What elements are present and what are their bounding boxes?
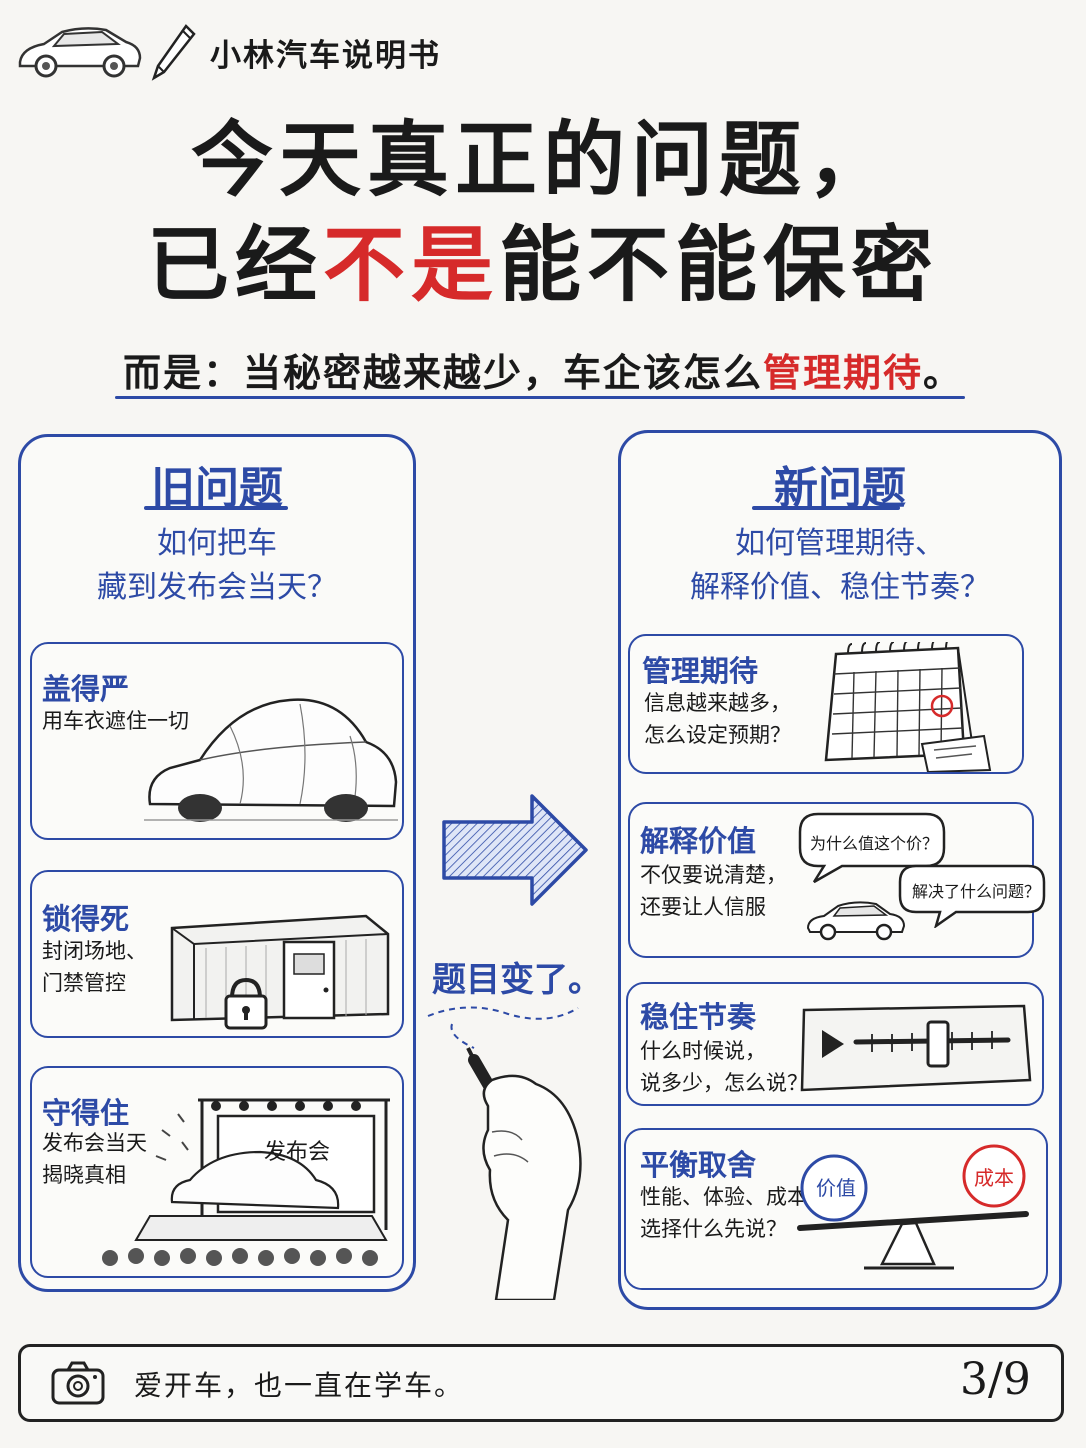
card-steady-pace-title: 稳住节奏: [640, 1000, 757, 1034]
title-highlight: 不是: [322, 218, 499, 313]
car-logo-icon: [18, 27, 142, 78]
old-panel-heading: 旧问题: [151, 463, 283, 514]
playback-slider-icon: [800, 1004, 1032, 1092]
balance-scale-icon: [797, 1144, 1029, 1270]
brand-name: 小林汽车说明书: [210, 38, 441, 74]
transition-arrow-icon: [442, 794, 588, 906]
card-guarded-text: 发布会当天 揭晓真相: [42, 1131, 147, 1187]
calendar-icon: [824, 642, 992, 772]
weight-value-label: 价值: [816, 1176, 856, 1200]
bubble-question-problem: 解决了什么问题？: [912, 882, 1041, 901]
covered-car-icon: [144, 698, 398, 822]
warehouse-icon: [170, 914, 390, 1030]
subtitle: 而是：当秘密越来越少，车企该怎么管理期待。: [122, 351, 964, 395]
subtitle-highlight: 管理期待: [762, 351, 923, 395]
card-explain-value-title: 解释价值: [640, 824, 757, 858]
card-balance-tradeoffs-text: 性能、体验、成本， 选择什么先说？: [640, 1185, 829, 1241]
hand-writing-icon: [427, 1006, 582, 1300]
card-steady-pace-text: 什么时候说， 说多少，怎么说？: [640, 1039, 808, 1095]
footer-tagline: 爱开车，也一直在学车。: [134, 1369, 465, 1402]
card-explain-value-text: 不仅要说清楚， 还要让人信服: [640, 863, 787, 919]
new-heading-underline: [752, 506, 900, 510]
new-panel-heading: 新问题: [774, 463, 906, 514]
card-balance-tradeoffs-title: 平衡取舍: [640, 1148, 757, 1182]
launch-stage-icon: [102, 1098, 390, 1266]
old-heading-underline: [144, 506, 288, 510]
topic-changed-label: 题目变了。: [432, 960, 602, 1000]
card-covered-title: 盖得严: [42, 672, 130, 706]
pen-icon: [151, 24, 196, 81]
old-panel-question: 如何把车 藏到发布会当天？: [97, 526, 337, 605]
camera-icon: [51, 1361, 105, 1405]
page-number: 3/9: [960, 1354, 1031, 1405]
main-title-line1: 今天真正的问题，: [190, 113, 895, 208]
card-guarded-title: 守得住: [42, 1096, 130, 1130]
new-panel-question: 如何管理期待、 解释价值、稳住节奏？: [690, 526, 990, 605]
card-covered-text: 用车衣遮住一切: [42, 709, 189, 733]
card-locked-title: 锁得死: [42, 902, 130, 936]
stage-screen-label: 发布会: [264, 1140, 331, 1165]
weight-cost-label: 成本: [974, 1166, 1014, 1190]
speech-bubble-left: [798, 812, 946, 884]
footer-bar: [18, 1344, 1064, 1422]
car-sketch-icon: [806, 901, 906, 941]
main-title-line2: 已经不是能不能保密: [146, 218, 940, 313]
card-manage-expectations-text: 信息越来越多， 怎么设定预期？: [644, 691, 791, 747]
card-locked-text: 封闭场地、 门禁管控: [42, 939, 147, 995]
card-manage-expectations-title: 管理期待: [642, 654, 759, 688]
bubble-question-price: 为什么值这个价？: [810, 834, 939, 853]
subtitle-underline: [115, 396, 965, 399]
speech-bubble-right: [898, 864, 1046, 928]
